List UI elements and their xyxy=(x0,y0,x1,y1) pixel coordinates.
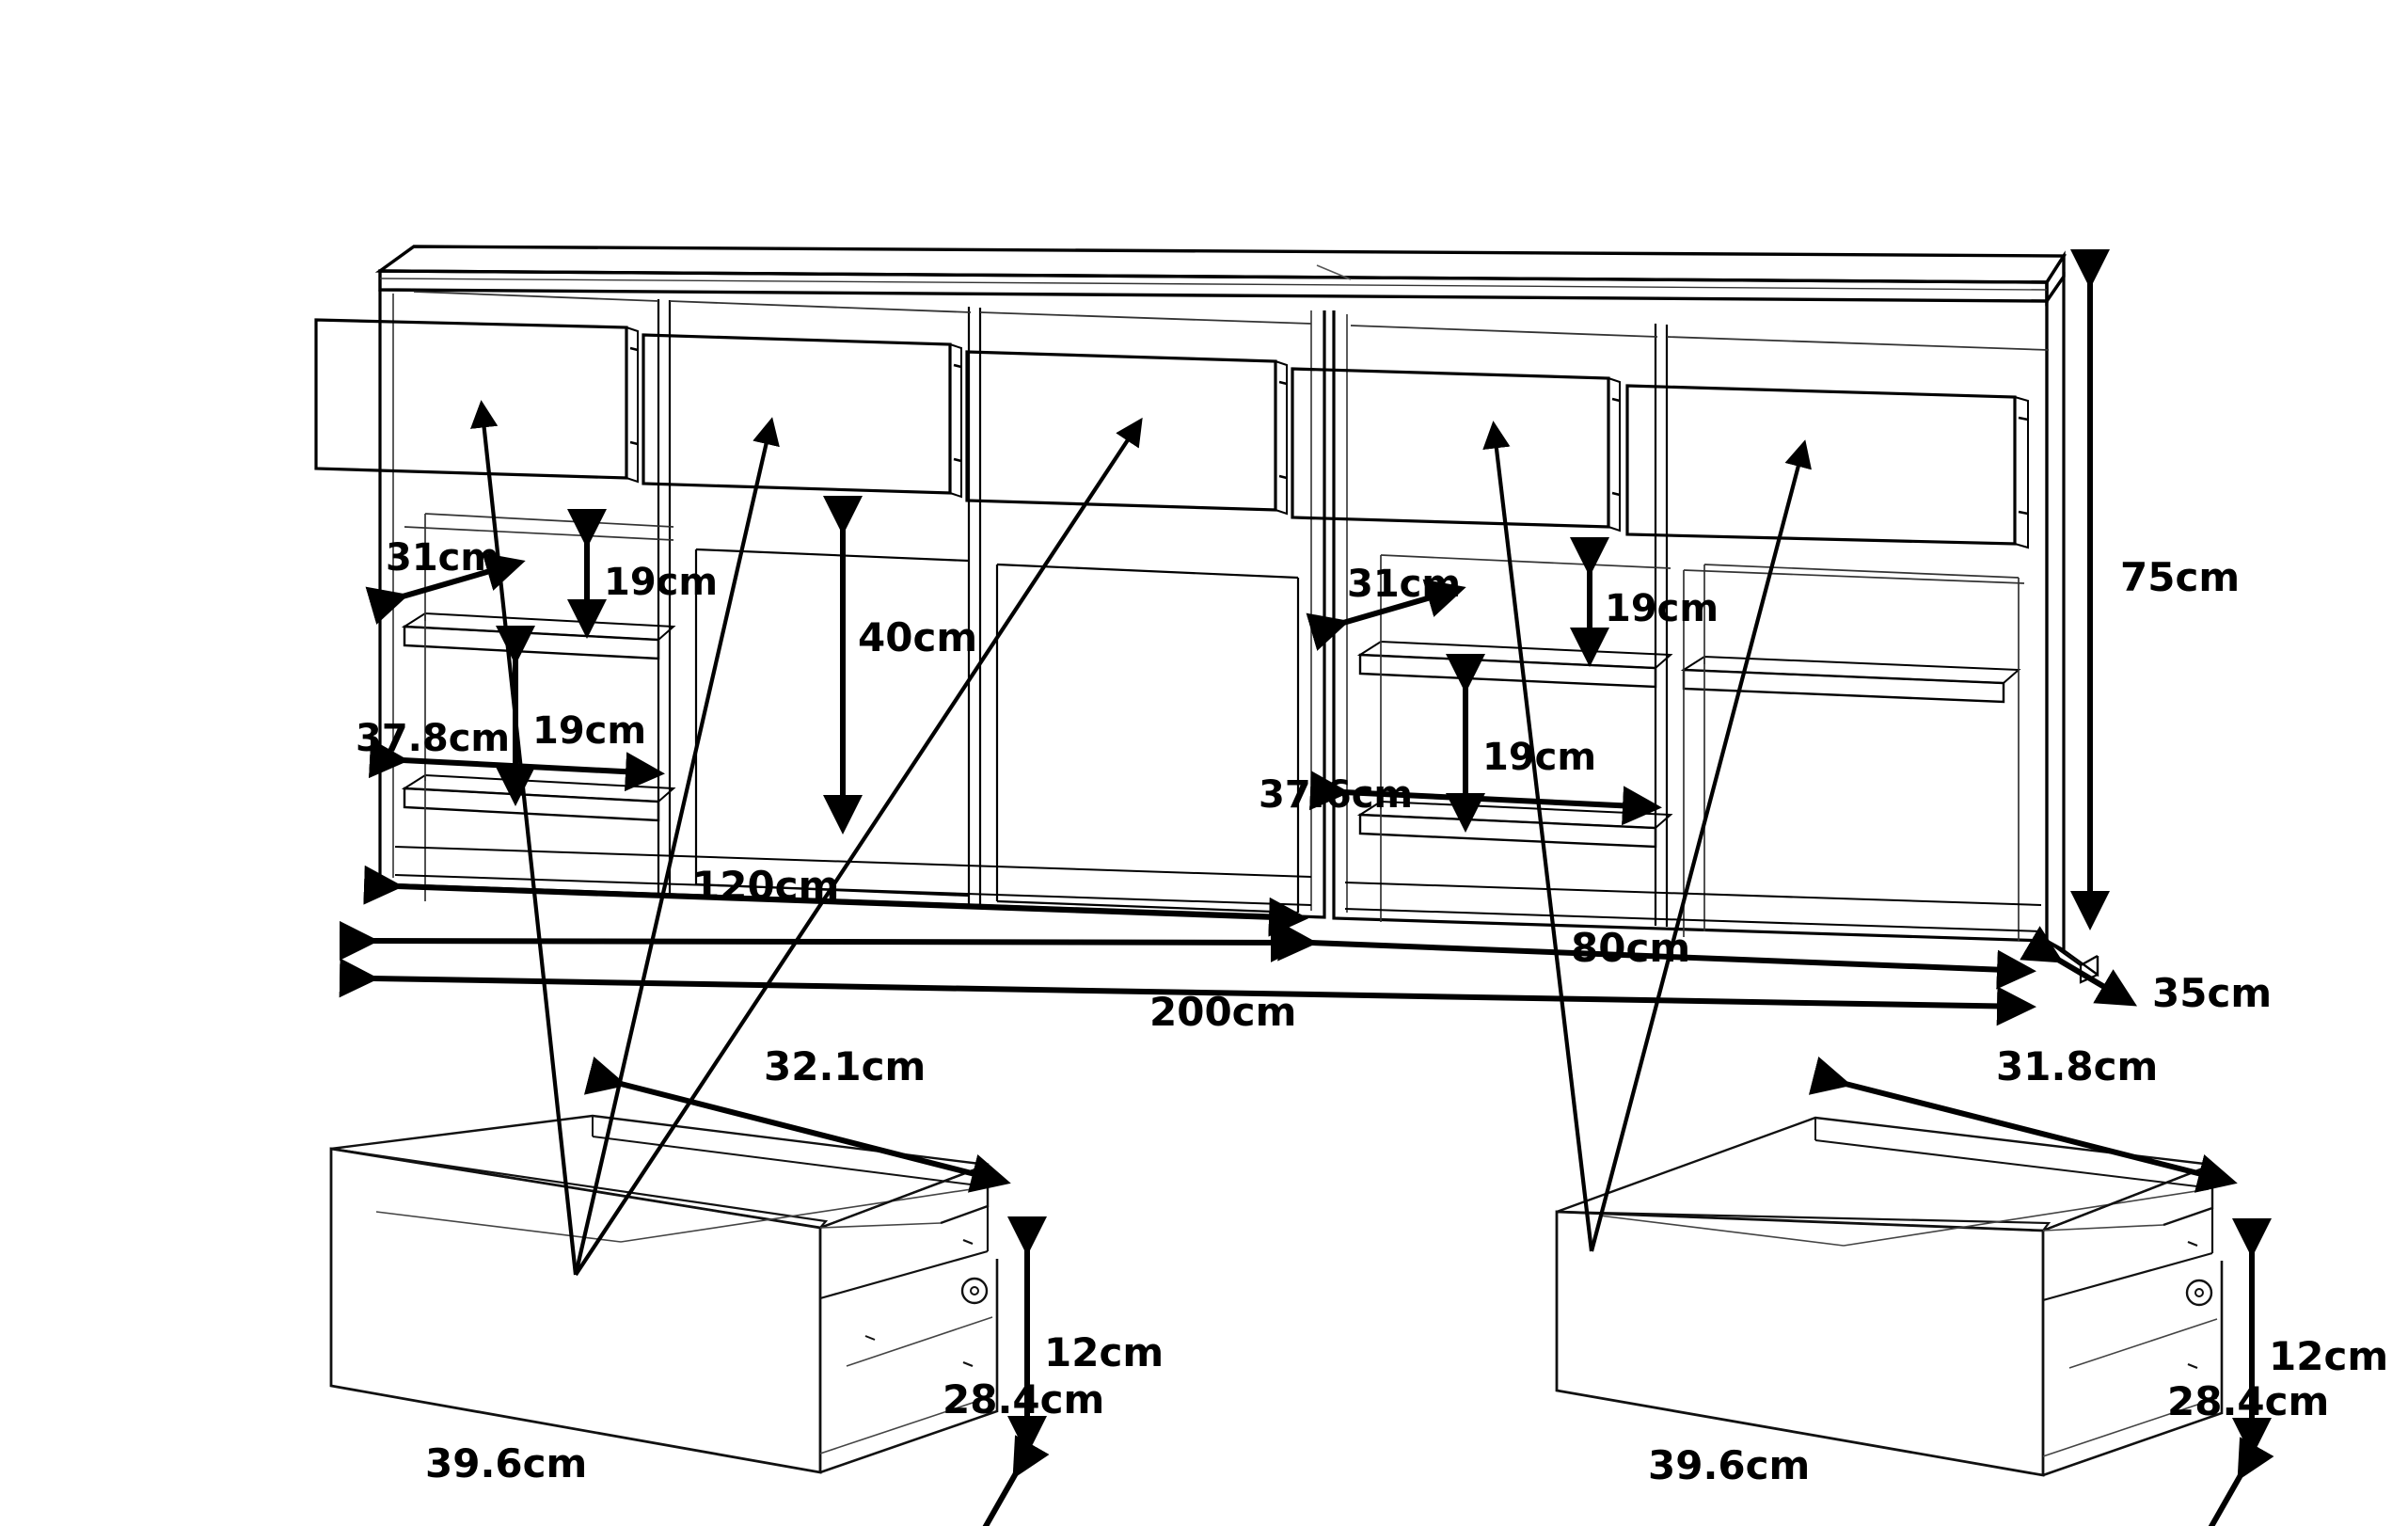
drawer-front-5 xyxy=(1625,384,2029,549)
label-total-width: 200cm xyxy=(1149,989,1296,1035)
dim-drawer-left-depth-arrow xyxy=(850,1435,1050,1526)
label-drawer-right-depth: 28.4cm xyxy=(2167,1378,2329,1424)
label-drawer-right-width: 39.6cm xyxy=(1648,1442,1810,1488)
label-right-shelf-width: 37.6cm xyxy=(1259,773,1413,817)
dim-left-shelf-depth-arrow xyxy=(365,552,526,625)
label-drawer-right-inner: 31.8cm xyxy=(1996,1043,2158,1089)
label-drawer-left-width: 39.6cm xyxy=(425,1440,587,1486)
drawer-front-1 xyxy=(314,318,639,484)
label-right-section-width: 80cm xyxy=(1571,925,1690,971)
dim-right-shelf-depth-arrow xyxy=(1306,579,1466,651)
drawer-front-2 xyxy=(642,333,962,499)
label-left-shelf-width: 37.8cm xyxy=(356,717,510,760)
dim-right-shelf-width-arrow xyxy=(1309,771,1662,826)
label-height: 75cm xyxy=(2120,554,2240,600)
label-right-lower-height: 19cm xyxy=(1482,736,1596,779)
label-right-upper-height: 19cm xyxy=(1605,587,1719,630)
label-center-height: 40cm xyxy=(858,614,977,660)
dimension-labels: 31cm 19cm 19cm 37.8cm 40cm 31cm 19cm 19c… xyxy=(356,536,2388,1488)
dim-200-left-arrow xyxy=(339,920,1310,962)
dim-120-arrow xyxy=(363,865,1308,937)
leader-drawer-5 xyxy=(1589,439,1812,1252)
label-drawer-left-height: 12cm xyxy=(1044,1329,1164,1375)
drawer-front-3 xyxy=(965,350,1288,516)
label-drawer-left-depth: 28.4cm xyxy=(943,1376,1104,1423)
cabinet-vertical-dividers xyxy=(657,299,1669,927)
drawer-openings xyxy=(413,291,2050,351)
dim-35-arrow xyxy=(2020,926,2138,1007)
label-left-upper-height: 19cm xyxy=(604,561,718,604)
label-drawer-left-inner: 32.1cm xyxy=(764,1043,926,1089)
dim-200-arrow xyxy=(339,958,2036,1026)
leader-drawer-4 xyxy=(1482,421,1594,1252)
dim-drawer-left-inner-arrow xyxy=(583,1057,1011,1193)
label-drawer-right-height: 12cm xyxy=(2269,1333,2388,1379)
dim-drawer-right-depth-arrow xyxy=(2075,1437,2274,1526)
label-depth: 35cm xyxy=(2152,970,2272,1016)
cabinet-right-interior-lines xyxy=(1380,554,2025,941)
dimension-lines xyxy=(339,249,2274,1526)
label-left-shelf-depth: 31cm xyxy=(386,536,499,580)
label-left-lower-height: 19cm xyxy=(532,709,646,753)
label-right-shelf-depth: 31cm xyxy=(1347,563,1461,606)
label-left-section-width: 120cm xyxy=(692,863,839,909)
leader-drawer-1 xyxy=(470,400,578,1276)
dim-left-shelf-width-arrow xyxy=(368,739,665,792)
dim-drawer-right-inner-arrow xyxy=(1808,1057,2238,1193)
drawer-front-4 xyxy=(1291,367,1621,533)
